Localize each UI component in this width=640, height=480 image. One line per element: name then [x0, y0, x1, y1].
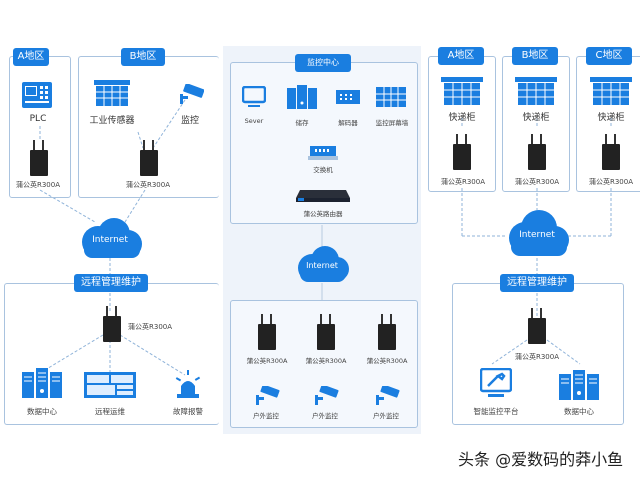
data-center-label: 数据中心: [564, 407, 594, 416]
watermark: 头条 @爱数码的莽小鱼: [458, 450, 624, 469]
right-zone-b-tag: B地区: [512, 47, 558, 65]
remote-tag: 远程管理维护: [74, 274, 148, 292]
remote-ops-icon: [84, 372, 136, 398]
plc-label: PLC: [29, 114, 47, 124]
gateway-router-icon: [296, 190, 350, 202]
video-wall-icon: [376, 87, 406, 107]
internet-cloud-icon: [298, 246, 349, 282]
right-zone-b-router-label: 蒲公英R300A: [514, 178, 559, 186]
locker-icon: [515, 77, 557, 105]
outdoor-camera-label: 户外监控: [312, 412, 338, 420]
data-center-label: 数据中心: [27, 407, 57, 416]
sensor-label: 工业传感器: [89, 116, 135, 126]
camera-label: 监控: [180, 116, 199, 126]
outdoor-camera-label: 户外监控: [253, 412, 279, 420]
locker-label: 快递柜: [448, 113, 476, 123]
server-monitor-icon: [242, 86, 266, 107]
outdoor-router-label: 蒲公英R300A: [246, 357, 288, 365]
alarm-icon: [175, 370, 201, 398]
zone-b-router-label: 蒲公英R300A: [125, 181, 170, 189]
router-icon: [258, 314, 276, 350]
switch-icon: [308, 146, 338, 160]
camera-icon: [180, 84, 204, 104]
router-icon: [103, 306, 121, 342]
data-center-icon: [22, 368, 62, 398]
locker-label: 快递柜: [522, 113, 550, 123]
router-icon: [602, 134, 620, 170]
sensor-cabinet-icon: [94, 80, 130, 106]
right-remote-router-label: 蒲公英R300A: [514, 353, 559, 361]
zone-b-box: [78, 56, 219, 198]
remote-box: [4, 283, 219, 425]
router-icon: [317, 314, 335, 350]
remote-router-label: 蒲公英R300A: [128, 323, 173, 331]
router-icon: [140, 140, 158, 176]
outdoor-camera-label: 户外监控: [373, 412, 399, 420]
storage-icon: [287, 85, 317, 109]
gateway-router-label: 蒲公英路由器: [303, 210, 343, 218]
video-wall-label: 监控屏幕墙: [375, 119, 409, 127]
right-zone-c-router-label: 蒲公英R300A: [588, 178, 633, 186]
remote-ops-label: 远程运维: [95, 407, 125, 416]
alarm-label: 故障报警: [173, 407, 203, 416]
right-zone-a-tag: A地区: [438, 47, 484, 65]
zone-a-router-label: 蒲公英R300A: [15, 181, 60, 189]
internet-label: Internet: [306, 261, 338, 270]
router-icon: [453, 134, 471, 170]
outdoor-router-label: 蒲公英R300A: [366, 357, 408, 365]
internet-label: Internet: [519, 230, 555, 240]
outdoor-router-label: 蒲公英R300A: [305, 357, 347, 365]
router-icon: [528, 308, 546, 344]
internet-cloud-icon: [509, 210, 569, 256]
right-remote-tag: 远程管理维护: [500, 274, 574, 292]
outdoor-camera-icon: [256, 386, 280, 405]
router-icon: [378, 314, 396, 350]
storage-label: 储存: [295, 119, 309, 127]
switch-label: 交换机: [313, 166, 333, 174]
plc-icon: [22, 82, 52, 108]
data-center-icon: [559, 370, 599, 400]
monitoring-platform-icon: [480, 368, 512, 397]
server-label: Sever: [244, 117, 264, 125]
outdoor-camera-icon: [376, 386, 400, 405]
router-icon: [528, 134, 546, 170]
locker-icon: [590, 77, 632, 105]
decoder-label: 解码器: [338, 119, 358, 127]
router-icon: [30, 140, 48, 176]
zone-a-box: [9, 56, 71, 198]
decoder-icon: [336, 90, 360, 104]
locker-label: 快递柜: [597, 113, 625, 123]
right-zone-c-tag: C地区: [586, 47, 632, 65]
zone-a-tag: A地区: [13, 48, 49, 66]
internet-cloud-icon: [82, 218, 142, 258]
monitor-center-tag: 监控中心: [295, 54, 351, 72]
monitoring-platform-label: 智能监控平台: [473, 407, 519, 416]
locker-icon: [441, 77, 483, 105]
zone-b-tag: B地区: [121, 48, 165, 66]
internet-label: Internet: [92, 235, 128, 245]
outdoor-camera-icon: [315, 386, 339, 405]
right-zone-a-router-label: 蒲公英R300A: [440, 178, 485, 186]
